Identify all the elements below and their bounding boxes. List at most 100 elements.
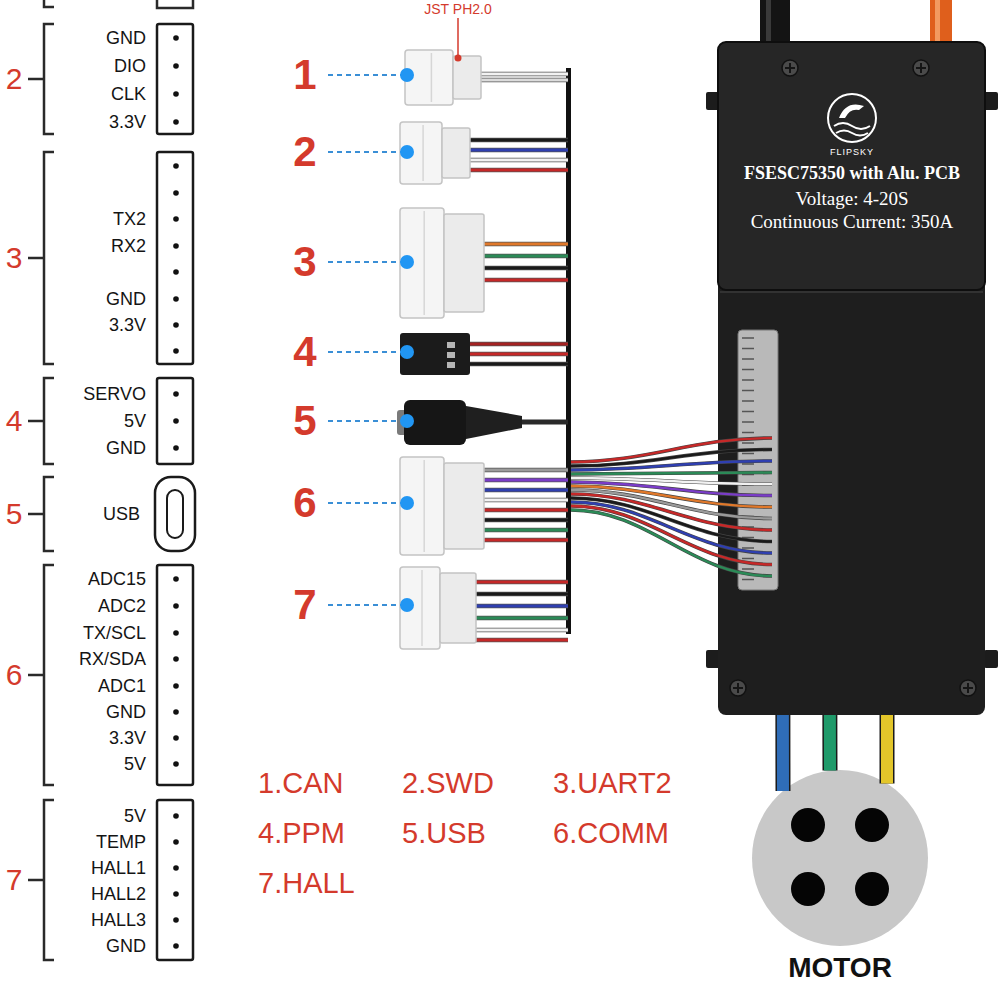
- silkscreen-mark: [742, 421, 754, 423]
- usb-plug: [404, 400, 466, 445]
- connector-type: JST PH2.0: [424, 2, 491, 16]
- wire-outline: [571, 438, 772, 462]
- pin-dot: [173, 813, 179, 819]
- pin-dot: [173, 243, 179, 249]
- connector-ridge: [421, 570, 423, 646]
- dupont-pin: [447, 362, 455, 368]
- silkscreen-mark: [742, 442, 754, 444]
- wire-outline: [822, 715, 837, 771]
- pin-label: GND: [106, 937, 146, 955]
- dupont-pin: [447, 352, 455, 358]
- wire: [470, 149, 568, 152]
- pin-label: 5V: [124, 807, 146, 825]
- wire: [571, 498, 772, 542]
- silkscreen-mark: [742, 411, 754, 413]
- screw-slot: [963, 683, 973, 693]
- usb-cable: [520, 420, 568, 425]
- logo-dolphin: [839, 105, 864, 119]
- wire: [571, 510, 772, 576]
- wire-outline: [470, 362, 568, 367]
- motor-symbol: MOTOR: [752, 770, 928, 946]
- pin-label: ADC15: [88, 570, 146, 588]
- wire-outline: [476, 592, 568, 597]
- pin-dot: [173, 216, 179, 222]
- pin-dot: [173, 891, 179, 897]
- wire-outline: [484, 538, 568, 543]
- leader-line: [328, 261, 401, 263]
- wire: [571, 494, 772, 530]
- group-number: 3: [6, 243, 23, 273]
- mount-tab: [706, 650, 720, 668]
- wire: [484, 509, 568, 512]
- connector-housing: [400, 122, 442, 184]
- wire-outline: [476, 628, 568, 633]
- wire: [481, 79, 568, 82]
- callout-number: 6: [293, 482, 316, 524]
- wire-outline: [484, 488, 568, 493]
- silkscreen-mark: [742, 369, 754, 371]
- wire-outline: [571, 494, 772, 530]
- pin-dot: [173, 190, 179, 196]
- usb-c-slot: [167, 490, 183, 538]
- connector-housing-back: [444, 463, 484, 549]
- dupont-housing: [400, 333, 470, 375]
- wire-outline: [470, 138, 568, 143]
- leader-dot: [455, 55, 462, 62]
- wire-outline: [470, 168, 568, 173]
- phase-wire: [881, 715, 893, 784]
- pin-label: ADC2: [98, 597, 146, 615]
- node-shape: [752, 770, 928, 946]
- port-name: 5.USB: [402, 819, 486, 848]
- usb-c-symbol: [155, 477, 195, 551]
- pin-label: TEMP: [96, 833, 146, 851]
- pin-dot: [173, 917, 179, 923]
- pin-dot: [173, 63, 179, 69]
- bracket-fragment: [44, 0, 193, 8]
- port-name: 3.UART2: [553, 769, 672, 798]
- silkscreen-mark: [742, 516, 754, 518]
- connector-housing-back: [444, 214, 484, 312]
- connector-housing: [400, 457, 444, 555]
- wire: [470, 159, 568, 162]
- wire: [476, 629, 568, 632]
- connector-ridge: [422, 125, 424, 181]
- pin-dot: [173, 865, 179, 871]
- pin-label: TX2: [113, 210, 146, 228]
- node-shape: [718, 42, 985, 715]
- usb-strain-relief: [466, 406, 522, 439]
- wire: [484, 479, 568, 482]
- screw: [782, 60, 798, 76]
- silkscreen-mark: [742, 474, 754, 476]
- connector-housing: [405, 50, 453, 105]
- wire-outline: [484, 242, 568, 247]
- wire: [476, 639, 568, 642]
- pin-label: HALL1: [91, 859, 146, 877]
- pin-dot: [173, 709, 179, 715]
- wire: [484, 539, 568, 542]
- wire-outline: [484, 278, 568, 283]
- wire: [476, 617, 568, 620]
- bracket: [28, 24, 54, 134]
- leader-line: [328, 502, 401, 504]
- pin-dot: [173, 735, 179, 741]
- pin-label: 3.3V: [109, 113, 146, 131]
- callout-dot: [400, 145, 414, 159]
- cable: [760, 0, 790, 44]
- leader-line: [328, 351, 401, 353]
- pin-dot: [173, 761, 179, 767]
- wire: [484, 469, 568, 472]
- pin-header: [157, 152, 193, 364]
- connector-ridge: [423, 460, 425, 552]
- silkscreen-mark: [742, 358, 754, 360]
- wire: [571, 478, 772, 484]
- logo-ring: [828, 94, 876, 142]
- usb-plug-tip: [397, 410, 407, 435]
- pin-dot: [173, 296, 179, 302]
- screw: [913, 60, 929, 76]
- wire: [571, 482, 772, 496]
- motor-terminal: [791, 872, 825, 906]
- callout-number: 4: [293, 331, 316, 373]
- silkscreen-mark: [742, 390, 754, 392]
- pin-header: [157, 378, 193, 464]
